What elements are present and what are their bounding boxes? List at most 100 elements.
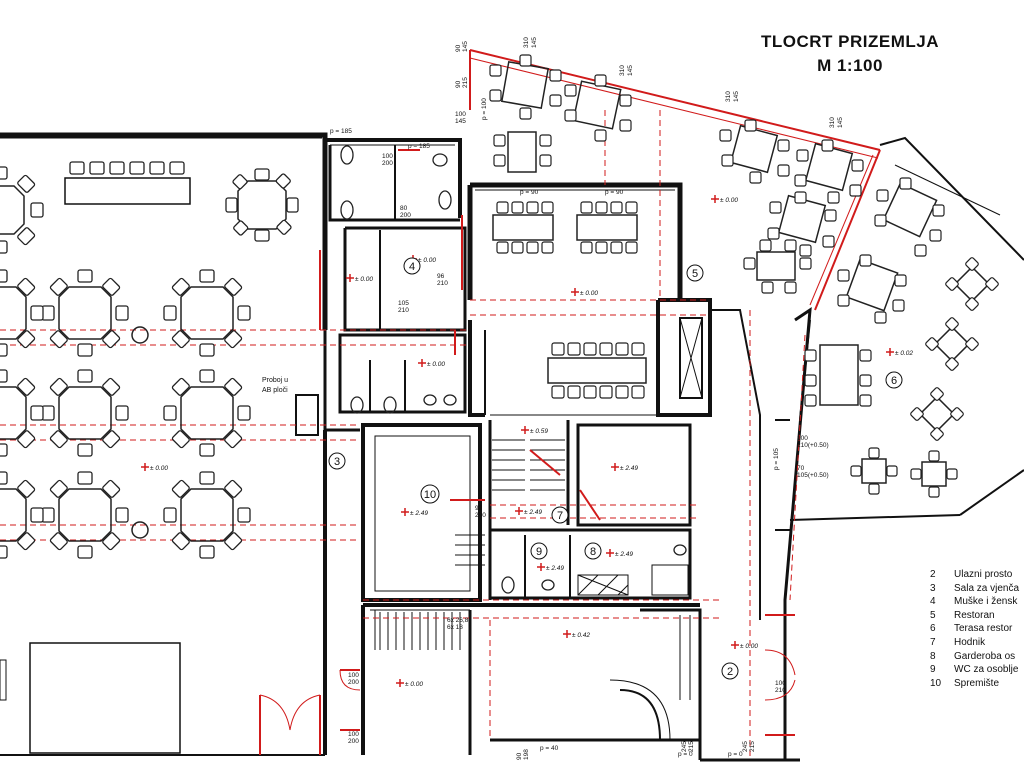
chair <box>796 149 809 162</box>
chair <box>767 227 780 240</box>
chair <box>115 507 129 523</box>
chair <box>163 305 177 321</box>
chair <box>171 277 190 296</box>
chair <box>496 241 509 254</box>
level-marker <box>141 463 149 471</box>
level-rest: ± 0.00 <box>580 290 598 297</box>
chair <box>925 337 939 351</box>
doors <box>259 149 795 755</box>
chair <box>965 297 979 311</box>
chair <box>41 305 55 321</box>
chair <box>892 299 905 312</box>
dim-p0b: p = 0 <box>728 751 743 758</box>
chair <box>49 330 68 349</box>
chair <box>17 532 36 551</box>
chair <box>631 385 645 399</box>
dim-145d: 145 <box>837 117 844 128</box>
chair <box>171 479 190 498</box>
level-marker <box>563 630 571 638</box>
chair <box>794 191 807 204</box>
level-marker <box>611 463 619 471</box>
dim-p40: p = 40 <box>540 745 559 752</box>
level-stairtop: ± 0.59 <box>530 428 548 435</box>
chair <box>171 377 190 396</box>
chair <box>595 201 608 214</box>
chair <box>930 427 944 441</box>
chair <box>30 507 44 523</box>
chair <box>580 201 593 214</box>
chair <box>894 274 907 287</box>
door-arcs <box>259 649 796 731</box>
chair <box>526 201 539 214</box>
dimension-label: 245215 <box>681 741 695 752</box>
chair <box>77 269 93 283</box>
room-number-8: 8 <box>590 546 596 558</box>
chair <box>564 84 577 97</box>
chair <box>551 385 565 399</box>
chair <box>821 139 834 152</box>
room-number-7: 7 <box>557 510 563 522</box>
chair <box>777 164 790 177</box>
chair <box>549 94 562 107</box>
chair <box>743 257 756 270</box>
chair <box>115 405 129 421</box>
chair <box>17 479 36 498</box>
chair <box>526 241 539 254</box>
chair <box>171 532 190 551</box>
chair <box>595 241 608 254</box>
dim-310a: 310 <box>523 37 530 48</box>
chair <box>583 385 597 399</box>
chair <box>874 311 887 324</box>
chair <box>583 342 597 356</box>
chair <box>493 134 506 147</box>
chair <box>804 349 817 362</box>
dim-145c: 145 <box>733 91 740 102</box>
chair <box>17 430 36 449</box>
chair <box>619 119 632 132</box>
chair <box>41 405 55 421</box>
chairs-generated <box>0 166 251 559</box>
chair <box>985 277 999 291</box>
level-sala: ± 0.00 <box>150 465 168 472</box>
chair <box>17 277 36 296</box>
room-number-2: 2 <box>727 666 733 678</box>
chair <box>102 479 121 498</box>
chair <box>804 374 817 387</box>
chair <box>794 174 807 187</box>
level-marker <box>346 274 354 282</box>
chair <box>224 479 243 498</box>
chair <box>631 342 645 356</box>
chair <box>859 394 872 407</box>
chair <box>77 369 93 383</box>
chair <box>224 377 243 396</box>
level-hall: ± 0.42 <box>572 632 590 639</box>
chair <box>199 545 215 559</box>
chair <box>77 443 93 457</box>
room-number-6: 6 <box>891 375 897 387</box>
chair <box>615 385 629 399</box>
room-number-3: 3 <box>334 456 340 468</box>
round-tables <box>0 180 287 542</box>
chair <box>0 166 8 180</box>
bar-stools <box>69 161 185 175</box>
chair <box>539 134 552 147</box>
title-line-1: TLOCRT PRIZEMLJA <box>761 32 939 51</box>
chair <box>49 532 68 551</box>
drawing-title: TLOCRT PRIZEMLJA M 1:100 <box>700 30 1000 78</box>
chair <box>0 269 8 283</box>
chair <box>199 369 215 383</box>
chair <box>30 202 44 218</box>
level-marker <box>521 426 529 434</box>
dimension-label: 90198 <box>516 749 530 760</box>
chair <box>511 241 524 254</box>
room-number-9: 9 <box>536 546 542 558</box>
